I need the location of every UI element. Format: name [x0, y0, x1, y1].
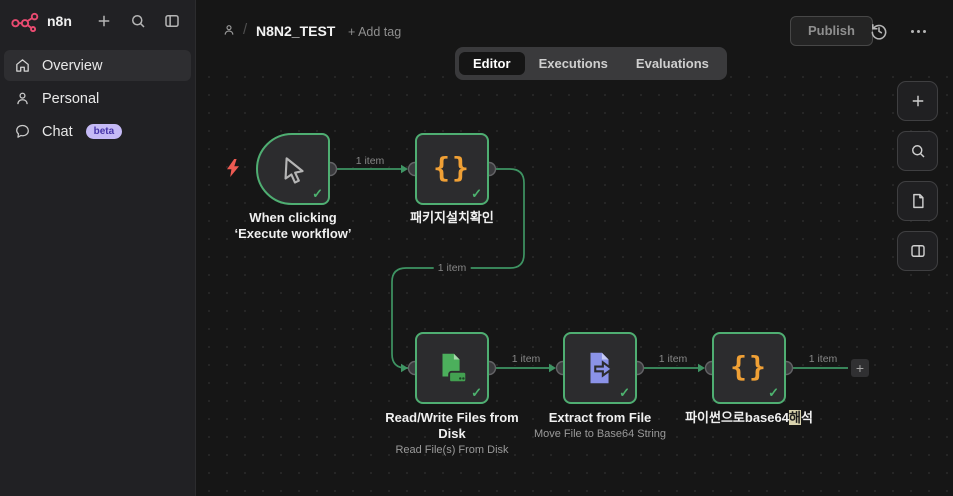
- user-icon: [14, 90, 31, 107]
- chat-icon: [14, 123, 31, 140]
- sidebar-item-label: Chat: [42, 123, 73, 140]
- create-new-icon[interactable]: [95, 12, 113, 30]
- node-manual-trigger[interactable]: ✓: [256, 133, 330, 205]
- sidebar-item-personal[interactable]: Personal: [4, 83, 191, 114]
- sidebar-item-chat[interactable]: Chat beta: [4, 116, 191, 147]
- sidebar-header: n8n: [0, 0, 195, 42]
- trigger-bolt-icon: [226, 159, 240, 177]
- code-braces-icon: {}: [730, 349, 768, 383]
- logo-text: n8n: [47, 13, 72, 29]
- breadcrumb-separator: /: [243, 21, 248, 38]
- node-code-base64-parse[interactable]: {} ✓: [712, 332, 786, 404]
- project-owner-icon[interactable]: [222, 23, 236, 37]
- node-extract-from-file[interactable]: ✓: [563, 332, 637, 404]
- items-count-label: 1 item: [433, 262, 471, 274]
- tab-executions[interactable]: Executions: [538, 56, 608, 71]
- file-disk-icon: [433, 349, 471, 387]
- file-export-icon: [581, 349, 619, 387]
- add-tag-button[interactable]: + Add tag: [348, 25, 402, 39]
- success-check-icon: ✓: [471, 385, 482, 400]
- add-node-button[interactable]: [897, 81, 938, 121]
- success-check-icon: ✓: [619, 385, 630, 400]
- connection-arrowheads: [401, 164, 705, 373]
- node-title[interactable]: When clicking ‘Execute workflow’: [234, 210, 352, 242]
- items-count-label: 1 item: [804, 353, 842, 365]
- success-check-icon: ✓: [312, 186, 323, 201]
- n8n-logo-icon: [10, 10, 40, 32]
- node-subtitle: Read File(s) From Disk: [395, 444, 509, 456]
- tab-editor[interactable]: Editor: [459, 52, 525, 75]
- node-title[interactable]: Read/Write Files from Disk: [385, 410, 519, 442]
- tab-evaluations[interactable]: Evaluations: [635, 56, 709, 71]
- sidebar: n8n Overview Personal: [0, 0, 196, 496]
- view-tabs: Editor Executions Evaluations: [455, 47, 727, 80]
- version-history-icon[interactable]: [869, 21, 889, 41]
- search-icon[interactable]: [129, 12, 147, 30]
- code-braces-icon: {}: [433, 150, 471, 184]
- node-read-write-files[interactable]: ✓: [415, 332, 489, 404]
- node-code-check-packages[interactable]: {} ✓: [415, 133, 489, 205]
- main-area: / N8N2_TEST + Add tag Publish Editor Exe…: [196, 0, 953, 496]
- search-nodes-button[interactable]: [897, 131, 938, 171]
- text-cursor-highlight: 해: [788, 410, 801, 425]
- node-title-text: 파이썬으로base64: [685, 410, 789, 425]
- items-count-label: 1 item: [654, 353, 692, 365]
- sidebar-item-label: Personal: [42, 90, 100, 107]
- workflow-topbar: / N8N2_TEST + Add tag Publish: [196, 0, 953, 62]
- items-count-label: 1 item: [351, 155, 389, 167]
- node-title[interactable]: Extract from File: [548, 410, 652, 425]
- more-options-button[interactable]: [906, 22, 930, 40]
- node-title[interactable]: 패키지설치확인: [410, 210, 494, 225]
- cursor-icon: [276, 152, 310, 186]
- node-subtitle: Move File to Base64 String: [533, 428, 667, 440]
- success-check-icon: ✓: [768, 385, 779, 400]
- workflow-title[interactable]: N8N2_TEST: [256, 23, 336, 39]
- collapse-sidebar-icon[interactable]: [163, 12, 181, 30]
- beta-badge: beta: [85, 124, 123, 139]
- publish-button[interactable]: Publish: [790, 16, 873, 46]
- sidebar-nav: Overview Personal Chat beta: [0, 50, 195, 147]
- sidebar-item-label: Overview: [42, 57, 103, 74]
- toggle-panel-button[interactable]: [897, 231, 938, 271]
- items-count-label: 1 item: [507, 353, 545, 365]
- sidebar-actions: [95, 12, 181, 30]
- home-icon: [14, 57, 31, 74]
- add-connected-node-button[interactable]: +: [851, 359, 869, 377]
- workflow-canvas[interactable]: 1 item 1 item 1 item 1 item 1 item ✓ Whe…: [196, 62, 953, 496]
- node-title-text: 석: [800, 410, 813, 425]
- sticky-note-button[interactable]: [897, 181, 938, 221]
- sidebar-item-overview[interactable]: Overview: [4, 50, 191, 81]
- node-title[interactable]: 파이썬으로base64해석: [659, 410, 839, 426]
- success-check-icon: ✓: [471, 186, 482, 201]
